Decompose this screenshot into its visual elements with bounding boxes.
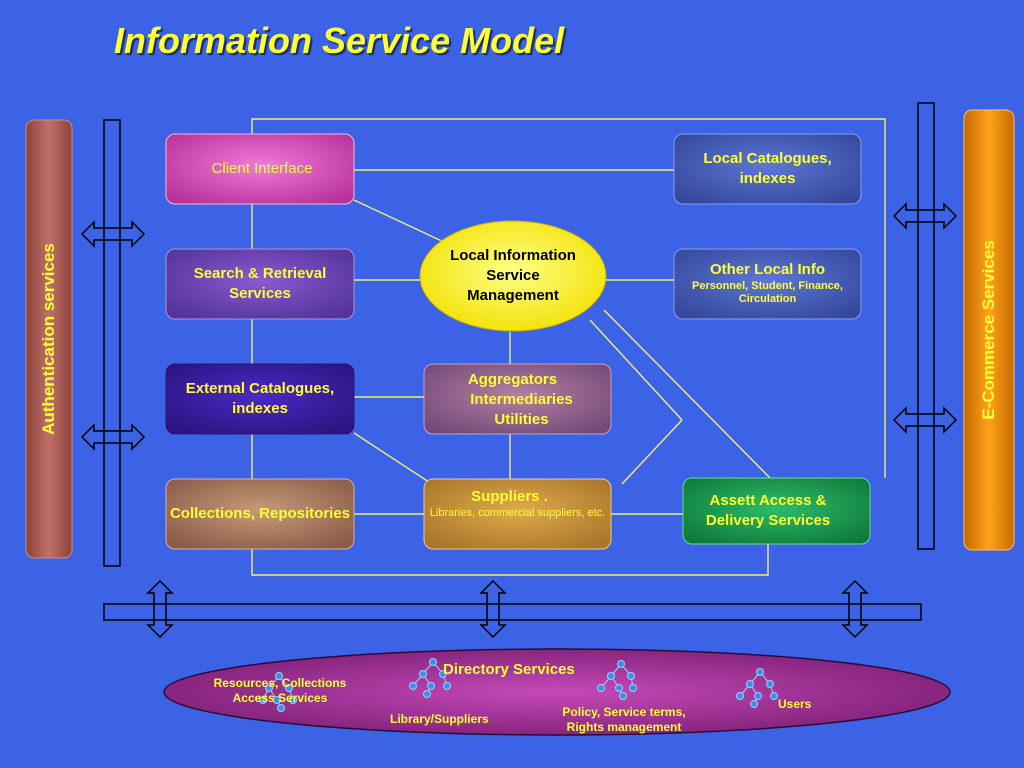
library-suppliers-label: Library/Suppliers <box>390 712 489 726</box>
other-local-info-subtitle-line2: Circulation <box>738 293 797 305</box>
external-catalogues-label-line1: External Catalogues, <box>185 380 335 397</box>
local-info-management-bg <box>419 220 607 332</box>
page-title: Information Service Model <box>114 20 565 61</box>
local-catalogues-bg <box>673 133 862 205</box>
aggregators-bg <box>423 363 612 435</box>
local-info-management-node[interactable]: Local Information Service Management <box>420 221 606 331</box>
double-arrow-icon <box>80 220 146 248</box>
collections-bg <box>165 478 355 550</box>
bottom-channel <box>103 603 922 621</box>
right-channel <box>917 102 935 550</box>
vertical-double-arrow-icon <box>841 579 869 639</box>
tree-icon <box>409 658 451 698</box>
resources-label-line1: Resources, Collections <box>213 676 347 690</box>
client-interface-bg <box>165 133 355 205</box>
suppliers-bg <box>423 478 612 550</box>
local-catalogues-line1: Local Catalogues, <box>703 150 832 167</box>
aggregators-line2: Intermediaries <box>470 391 573 408</box>
external-catalogues-label-line2: indexes <box>232 400 288 417</box>
double-arrow-icon <box>80 423 146 451</box>
client-interface-node[interactable]: Client Interface <box>166 134 354 204</box>
tree-icon <box>259 672 297 712</box>
resources-label: Resources, Collections Access Services <box>202 676 358 706</box>
local-info-management-line2: Service <box>486 267 540 284</box>
vertical-double-arrow-icon <box>146 579 174 639</box>
tree-icon <box>736 668 778 708</box>
vertical-double-arrow-icon <box>479 579 507 639</box>
other-local-info-bg <box>673 248 862 320</box>
suppliers-title: Suppliers . <box>471 488 548 505</box>
directory-ellipse <box>163 648 951 736</box>
ecommerce-services-label: E-Commerce Services <box>979 240 999 420</box>
suppliers-subtitle: Libraries, commercial suppliers, etc. <box>429 507 606 519</box>
local-info-management-line3: Management <box>467 287 559 304</box>
policy-label-line2: Rights management <box>566 720 682 734</box>
suppliers-node[interactable]: Suppliers . Libraries, commercial suppli… <box>410 479 625 549</box>
policy-label-line1: Policy, Service terms, <box>562 705 686 719</box>
double-arrow-icon <box>892 406 958 434</box>
ecommerce-bar <box>963 109 1015 551</box>
search-retrieval-label-line2: Services <box>229 285 291 302</box>
other-local-info-title: Other Local Info <box>709 261 825 278</box>
other-local-info-node[interactable]: Other Local Info Personnel, Student, Fin… <box>674 249 861 319</box>
users-label: Users <box>778 697 812 711</box>
collections-node[interactable]: Collections, Repositories <box>150 479 370 549</box>
local-catalogues-node[interactable]: Local Catalogues, indexes <box>674 134 861 204</box>
aggregators-node[interactable]: Aggregators Intermediaries Utilities <box>424 364 611 434</box>
authentication-services-label: Authentication services <box>39 243 58 435</box>
collections-label: Collections, Repositories <box>169 505 351 522</box>
asset-access-node[interactable]: Assett Access & Delivery Services <box>683 478 853 544</box>
external-catalogues-node[interactable]: External Catalogues, indexes <box>166 364 354 434</box>
client-interface-label: Client Interface <box>211 160 313 177</box>
search-retrieval-bg <box>165 248 355 320</box>
search-retrieval-node[interactable]: Search & Retrieval Services <box>166 249 354 319</box>
policy-label: Policy, Service terms, Rights management <box>548 705 700 735</box>
resources-label-line2: Access Services <box>232 691 328 705</box>
aggregators-line3: Utilities <box>494 411 549 428</box>
authentication-services-bar: Authentication services <box>26 120 72 558</box>
other-local-info-subtitle-line1: Personnel, Student, Finance, <box>692 280 843 292</box>
local-catalogues-line2: indexes <box>739 170 796 187</box>
aggregators-line1: Aggregators <box>467 371 558 388</box>
search-retrieval-label-line1: Search & Retrieval <box>193 265 327 282</box>
left-channel <box>103 119 121 567</box>
tree-icon <box>597 660 637 700</box>
authentication-bar <box>25 119 73 559</box>
connector-lines <box>251 118 886 576</box>
external-catalogues-bg <box>165 363 355 435</box>
asset-access-bg <box>682 477 871 545</box>
ecommerce-services-bar: E-Commerce Services <box>964 110 1014 550</box>
asset-access-line1: Assett Access & <box>709 492 827 509</box>
local-info-management-line1: Local Information <box>450 247 576 264</box>
double-arrow-icon <box>892 202 958 230</box>
asset-access-line2: Delivery Services <box>705 512 831 529</box>
directory-services-title: Directory Services <box>443 661 575 678</box>
